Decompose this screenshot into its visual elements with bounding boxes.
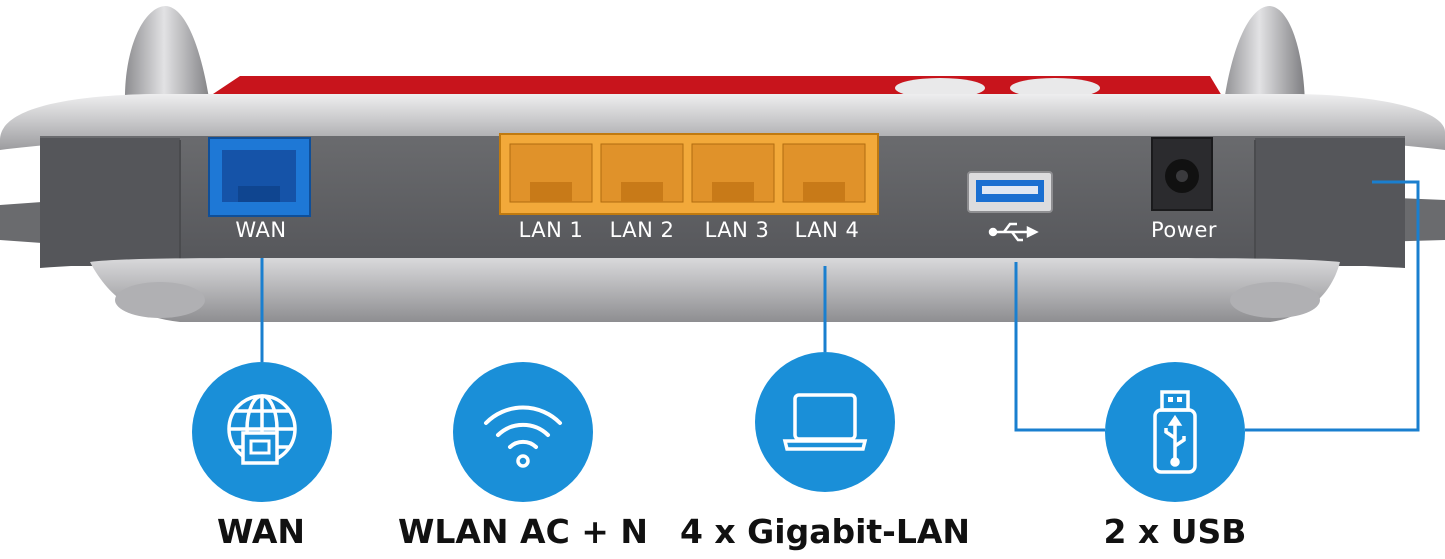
laptop-icon	[782, 393, 868, 451]
port-label-lan1: LAN 1	[518, 218, 584, 242]
port-label-lan4: LAN 4	[794, 218, 860, 242]
lan-ports	[509, 143, 866, 203]
feature-lan-circle	[755, 352, 895, 492]
left-foot	[115, 282, 205, 318]
usb-stick-icon	[1153, 390, 1197, 474]
feature-label-wan: WAN	[216, 512, 306, 551]
feature-label-gigabit-lan: 4 x Gigabit-LAN	[679, 512, 971, 551]
feature-wan-circle	[192, 362, 332, 502]
wifi-icon	[484, 405, 562, 468]
silver-bottom-band	[90, 258, 1340, 322]
right-antenna	[1222, 6, 1306, 118]
feature-wlan-circle	[453, 362, 593, 502]
left-antenna	[124, 6, 212, 120]
port-label-wan: WAN	[235, 218, 287, 242]
port-label-power: Power	[1151, 218, 1217, 242]
usb-symbol-icon	[988, 222, 1039, 242]
feature-label-wlan: WLAN AC + N	[397, 512, 649, 551]
globe-lan-icon	[227, 394, 297, 465]
port-label-lan2: LAN 2	[609, 218, 675, 242]
connector-lines	[260, 180, 1420, 432]
port-label-lan3: LAN 3	[704, 218, 770, 242]
feature-usb-circle	[1105, 362, 1245, 502]
feature-label-usb: 2 x USB	[1103, 512, 1247, 551]
right-foot	[1230, 282, 1320, 318]
